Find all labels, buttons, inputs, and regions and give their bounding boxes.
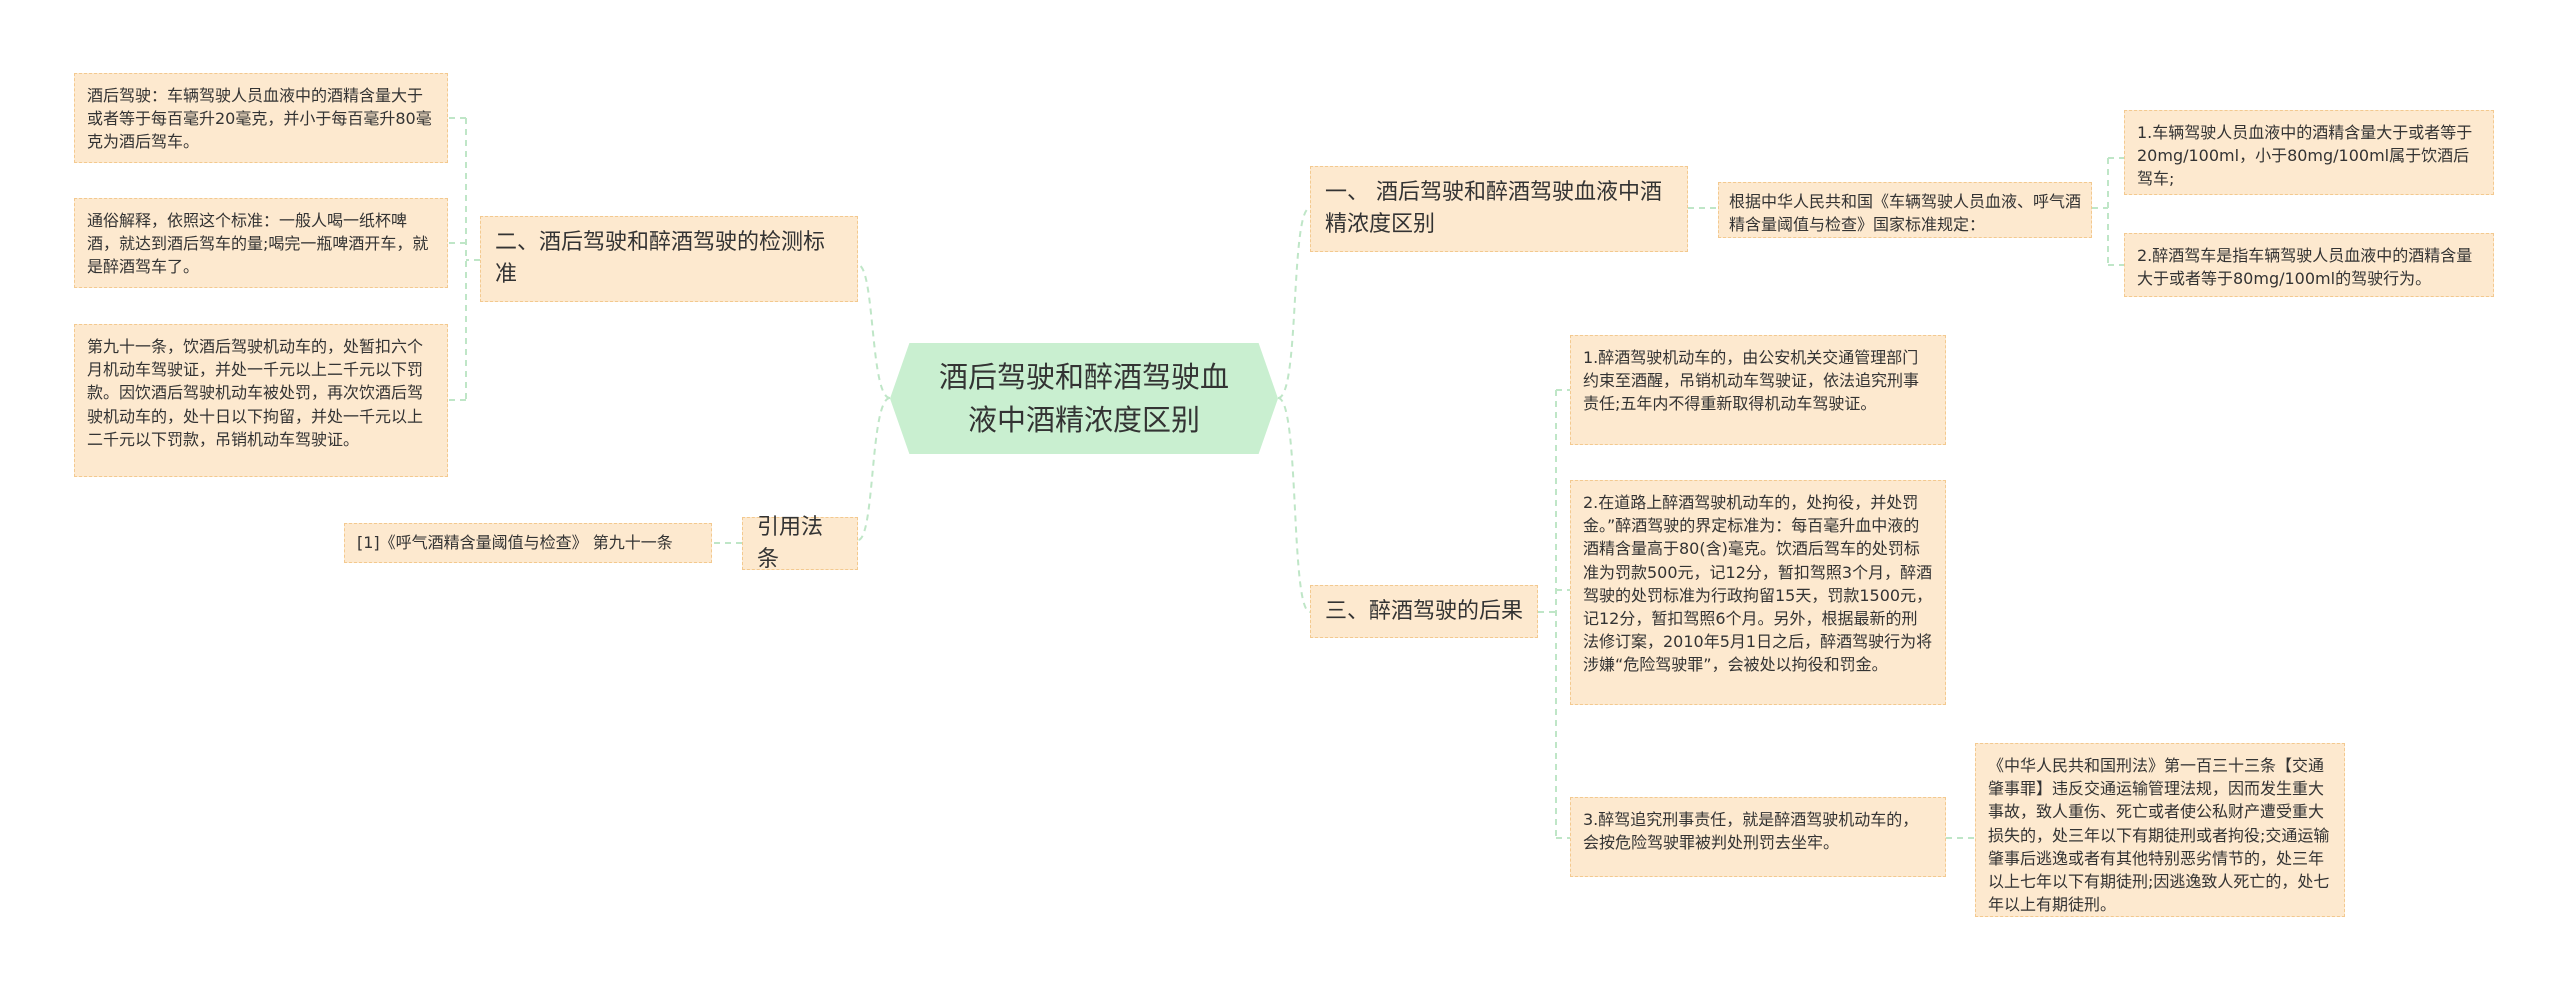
branch-citation[interactable]: 引用法条	[742, 515, 858, 572]
leaf-detection-explanation-text: 通俗解释，依照这个标准：一般人喝一纸杯啤酒，就达到酒后驾车的量;喝完一瓶啤酒开车…	[87, 211, 429, 277]
leaf-consequence-1[interactable]: 1.醉酒驾驶机动车的，由公安机关交通管理部门约束至酒醒，吊销机动车驾驶证，依法追…	[1570, 335, 1946, 445]
branch-consequences-label: 三、醉酒驾驶的后果	[1325, 598, 1524, 624]
root-node[interactable]: 酒后驾驶和醉酒驾驶血液中酒精浓度区别	[890, 343, 1278, 454]
branch-detection-standard-label: 二、酒后驾驶和醉酒驾驶的检测标准	[495, 230, 826, 287]
branch-detection-standard[interactable]: 二、酒后驾驶和醉酒驾驶的检测标准	[480, 216, 858, 302]
leaf-consequence-1-text: 1.醉酒驾驶机动车的，由公安机关交通管理部门约束至酒醒，吊销机动车驾驶证，依法追…	[1583, 348, 1920, 414]
leaf-national-standard-basis[interactable]: 根据中华人民共和国《车辆驾驶人员血液、呼气酒精含量阈值与检查》国家标准规定：	[1718, 182, 2092, 238]
leaf-detection-explanation[interactable]: 通俗解释，依照这个标准：一般人喝一纸杯啤酒，就达到酒后驾车的量;喝完一瓶啤酒开车…	[74, 198, 448, 288]
leaf-consequence-2[interactable]: 2.在道路上醉酒驾驶机动车的，处拘役，并处罚金。”醉酒驾驶的界定标准为：每百毫升…	[1570, 480, 1946, 705]
leaf-consequence-2-text: 2.在道路上醉酒驾驶机动车的，处拘役，并处罚金。”醉酒驾驶的界定标准为：每百毫升…	[1583, 493, 1933, 675]
leaf-drunk-driving-threshold-text: 2.醉酒驾车是指车辆驾驶人员血液中的酒精含量大于或者等于80mg/100ml的驾…	[2137, 246, 2473, 289]
leaf-detection-definition-text: 酒后驾驶：车辆驾驶人员血液中的酒精含量大于或者等于每百毫升20毫克，并小于每百毫…	[87, 86, 432, 152]
leaf-detection-article-91-text: 第九十一条，饮酒后驾驶机动车的，处暂扣六个月机动车驾驶证，并处一千元以上二千元以…	[87, 337, 424, 449]
leaf-criminal-law-article-133-text: 《中华人民共和国刑法》第一百三十三条【交通肇事罪】违反交通运输管理法规，因而发生…	[1988, 756, 2330, 915]
leaf-citation-reference[interactable]: [1]《呼气酒精含量阈值与检查》 第九十一条	[344, 523, 712, 563]
leaf-drink-driving-threshold-text: 1.车辆驾驶人员血液中的酒精含量大于或者等于20mg/100ml，小于80mg/…	[2137, 123, 2473, 189]
leaf-consequence-3[interactable]: 3.醉驾追究刑事责任，就是醉酒驾驶机动车的，会按危险驾驶罪被判处刑罚去坐牢。	[1570, 797, 1946, 877]
branch-concentration-difference[interactable]: 一、 酒后驾驶和醉酒驾驶血液中酒精浓度区别	[1310, 166, 1688, 252]
leaf-criminal-law-article-133[interactable]: 《中华人民共和国刑法》第一百三十三条【交通肇事罪】违反交通运输管理法规，因而发生…	[1975, 743, 2345, 917]
leaf-detection-article-91[interactable]: 第九十一条，饮酒后驾驶机动车的，处暂扣六个月机动车驾驶证，并处一千元以上二千元以…	[74, 324, 448, 477]
leaf-national-standard-basis-text: 根据中华人民共和国《车辆驾驶人员血液、呼气酒精含量阈值与检查》国家标准规定：	[1729, 192, 2082, 235]
leaf-drink-driving-threshold[interactable]: 1.车辆驾驶人员血液中的酒精含量大于或者等于20mg/100ml，小于80mg/…	[2124, 110, 2494, 195]
leaf-detection-definition[interactable]: 酒后驾驶：车辆驾驶人员血液中的酒精含量大于或者等于每百毫升20毫克，并小于每百毫…	[74, 73, 448, 163]
branch-citation-label: 引用法条	[757, 514, 824, 572]
root-node-label: 酒后驾驶和醉酒驾驶血液中酒精浓度区别	[938, 360, 1229, 437]
branch-consequences[interactable]: 三、醉酒驾驶的后果	[1310, 585, 1538, 638]
leaf-citation-reference-text: [1]《呼气酒精含量阈值与检查》 第九十一条	[357, 533, 673, 552]
branch-concentration-difference-label: 一、 酒后驾驶和醉酒驾驶血液中酒精浓度区别	[1325, 180, 1662, 237]
leaf-drunk-driving-threshold[interactable]: 2.醉酒驾车是指车辆驾驶人员血液中的酒精含量大于或者等于80mg/100ml的驾…	[2124, 233, 2494, 297]
leaf-consequence-3-text: 3.醉驾追究刑事责任，就是醉酒驾驶机动车的，会按危险驾驶罪被判处刑罚去坐牢。	[1583, 810, 1919, 853]
